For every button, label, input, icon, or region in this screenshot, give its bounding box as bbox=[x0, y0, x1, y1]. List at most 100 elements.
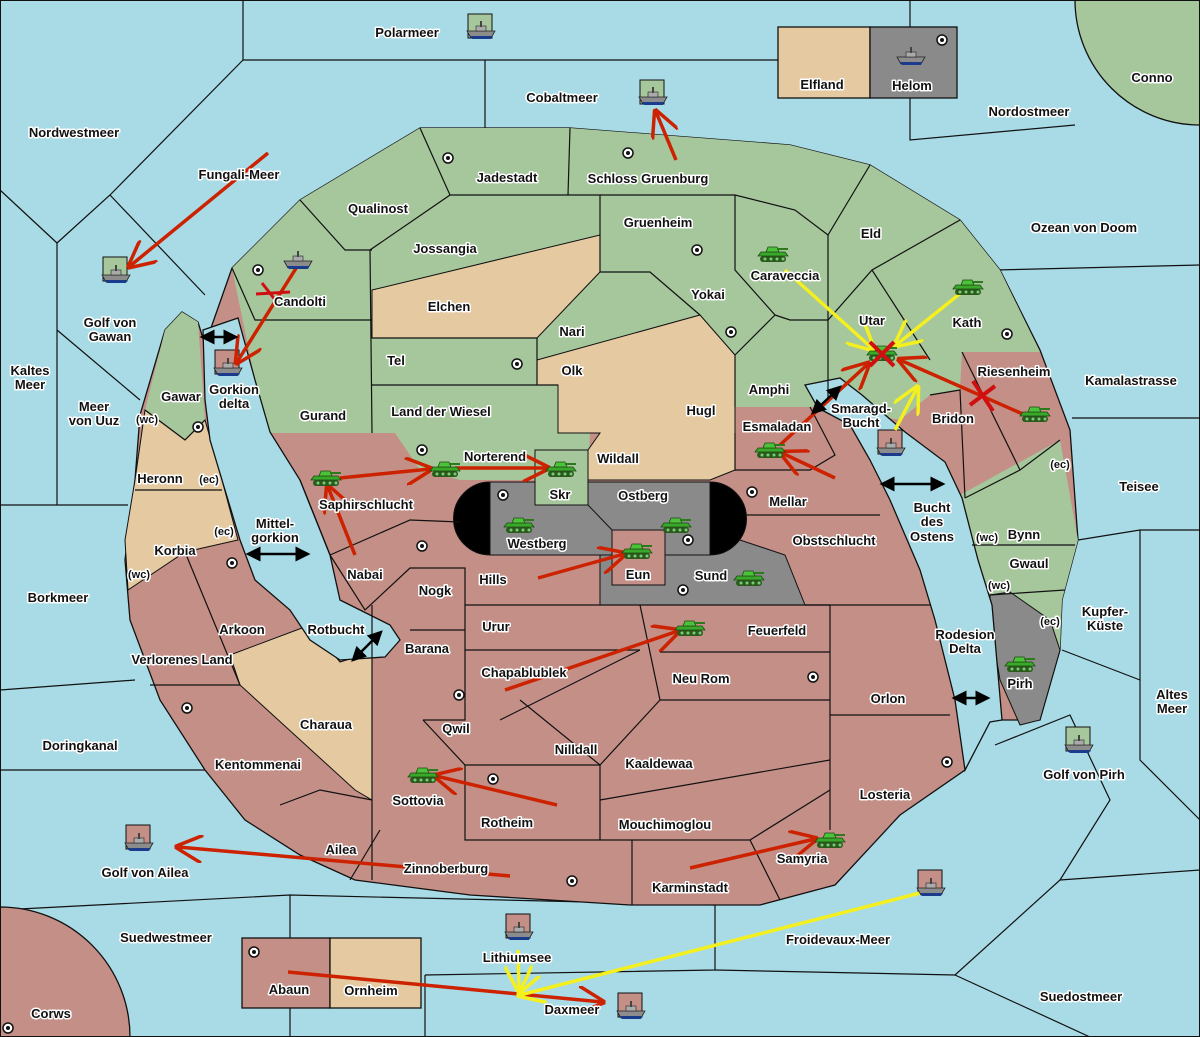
sea-label[interactable]: Nordwestmeer bbox=[27, 124, 120, 142]
sea-label[interactable]: Kaltes bbox=[9, 362, 51, 380]
territory-label[interactable]: Westberg bbox=[506, 535, 568, 553]
territory-label[interactable]: Gwaul bbox=[1008, 555, 1050, 573]
sea-label[interactable]: Rotbucht bbox=[306, 621, 367, 639]
sea-label[interactable]: Cobaltmeer bbox=[525, 89, 600, 107]
territory-label[interactable]: Orlon bbox=[869, 690, 907, 708]
territory-label[interactable]: Land der Wiesel bbox=[390, 403, 493, 421]
territory-label[interactable]: Samyria bbox=[775, 850, 829, 868]
territory-label[interactable]: Nari bbox=[558, 323, 586, 341]
sea-label[interactable]: Meer bbox=[1155, 700, 1188, 718]
territory-label[interactable]: Pirh bbox=[1006, 675, 1034, 693]
territory-label[interactable]: Kaaldewaa bbox=[624, 755, 695, 773]
territory-label[interactable]: Verlorenes Land bbox=[130, 651, 234, 669]
coast-label[interactable]: (ec) bbox=[1049, 458, 1072, 473]
territory-label[interactable]: Heronn bbox=[136, 470, 185, 488]
territory-label[interactable]: Schloss Gruenburg bbox=[586, 170, 710, 188]
territory-label[interactable]: Kentommenai bbox=[214, 756, 303, 774]
coast-label[interactable]: (wc) bbox=[127, 568, 152, 583]
sea-label[interactable]: Meer bbox=[13, 376, 46, 394]
coast-label[interactable]: (wc) bbox=[135, 413, 160, 428]
territory-label[interactable]: Wildall bbox=[596, 450, 641, 468]
territory-label[interactable]: Caraveccia bbox=[749, 267, 821, 285]
territory-label[interactable]: Rotheim bbox=[480, 814, 535, 832]
territory-label[interactable]: Nilldall bbox=[553, 741, 599, 759]
sea-label[interactable]: Golf von Pirh bbox=[1042, 766, 1127, 784]
territory-label[interactable]: Utar bbox=[857, 312, 886, 330]
territory-label[interactable]: Qwil bbox=[441, 720, 471, 738]
coast-label[interactable]: (ec) bbox=[1039, 615, 1062, 630]
territory-label[interactable]: Ostberg bbox=[617, 487, 670, 505]
territory-label[interactable]: Eun bbox=[624, 566, 652, 584]
sea-label[interactable]: Suedostmeer bbox=[1038, 988, 1123, 1006]
territory-label[interactable]: Tel bbox=[386, 352, 407, 370]
sea-label[interactable]: von Uuz bbox=[67, 412, 121, 430]
sea-label[interactable]: Polarmeer bbox=[374, 24, 441, 42]
sea-label[interactable]: Teisee bbox=[1118, 478, 1161, 496]
sea-label[interactable]: Ozean von Doom bbox=[1029, 219, 1138, 237]
territory-label[interactable]: Obstschlucht bbox=[791, 532, 878, 550]
sea-label[interactable]: Froidevaux-Meer bbox=[784, 931, 891, 949]
territory-label[interactable]: Mellar bbox=[768, 493, 809, 511]
territory-label[interactable]: Bridon bbox=[931, 410, 976, 428]
territory-label[interactable]: Jadestadt bbox=[475, 169, 539, 187]
territory-label[interactable]: Kath bbox=[951, 314, 983, 332]
territory-label[interactable]: Korbia bbox=[153, 542, 198, 560]
sea-label[interactable]: Golf von bbox=[82, 314, 138, 332]
sea-label[interactable]: delta bbox=[217, 395, 251, 413]
territory-label[interactable]: Ornheim bbox=[343, 982, 399, 1000]
territory-label[interactable]: Chapablublek bbox=[480, 664, 569, 682]
sea-label[interactable]: Mittel- bbox=[254, 515, 295, 533]
territory-label[interactable]: Zinnoberburg bbox=[402, 860, 490, 878]
sea-label[interactable]: Daxmeer bbox=[543, 1001, 601, 1019]
territory-label[interactable]: Sottovia bbox=[391, 792, 446, 810]
territory-label[interactable]: Urur bbox=[481, 618, 511, 636]
territory-label[interactable]: Conno bbox=[1130, 69, 1174, 87]
territory-label[interactable]: Elfland bbox=[799, 76, 845, 94]
territory-label[interactable]: Barana bbox=[403, 640, 451, 658]
sea-label[interactable]: Golf von Ailea bbox=[100, 864, 191, 882]
territory-label[interactable]: Helom bbox=[891, 77, 934, 95]
territory-label[interactable]: Nabai bbox=[346, 566, 384, 584]
territory-label[interactable]: Bynn bbox=[1006, 526, 1042, 544]
territory-label[interactable]: Amphi bbox=[747, 381, 790, 399]
territory-label[interactable]: Gawar bbox=[160, 388, 203, 406]
sea-label[interactable]: Bucht bbox=[912, 499, 953, 517]
sea-label[interactable]: Gorkion bbox=[208, 381, 261, 399]
sea-label[interactable]: Lithiumsee bbox=[481, 949, 553, 967]
territory-label[interactable]: Yokai bbox=[690, 286, 727, 304]
territory-label[interactable]: Abaun bbox=[267, 981, 311, 999]
territory-label[interactable]: Karminstadt bbox=[651, 879, 731, 897]
territory-label[interactable]: Ailea bbox=[324, 841, 359, 859]
coast-label[interactable]: (ec) bbox=[213, 525, 236, 540]
sea-label[interactable]: Altes bbox=[1155, 686, 1190, 704]
territory-label[interactable]: Sund bbox=[693, 567, 729, 585]
units[interactable] bbox=[101, 20, 1094, 1020]
sea-label[interactable]: Küste bbox=[1085, 617, 1124, 635]
sea-label[interactable]: Ostens bbox=[908, 528, 955, 546]
territory-label[interactable]: Norterend bbox=[462, 448, 527, 466]
territory-label[interactable]: Eld bbox=[859, 225, 882, 243]
territory-label[interactable]: Skr bbox=[548, 486, 572, 504]
territory-label[interactable]: Corws bbox=[30, 1005, 73, 1023]
territory-label[interactable]: Riesenheim bbox=[976, 363, 1052, 381]
territory-label[interactable]: Jossangia bbox=[412, 240, 479, 258]
sea-label[interactable]: Bucht bbox=[841, 414, 882, 432]
sea-label[interactable]: gorkion bbox=[250, 529, 301, 547]
sea-label[interactable]: Nordostmeer bbox=[987, 103, 1071, 121]
coast-label[interactable]: (wc) bbox=[975, 531, 1000, 546]
territory-label[interactable]: Arkoon bbox=[218, 621, 267, 639]
territory-label[interactable]: Nogk bbox=[417, 582, 453, 600]
sea-label[interactable]: Delta bbox=[948, 640, 984, 658]
coast-label[interactable]: (ec) bbox=[198, 473, 221, 488]
territory-label[interactable]: Elchen bbox=[426, 298, 472, 316]
territory-label[interactable]: Candolti bbox=[273, 293, 328, 311]
coast-label[interactable]: (wc) bbox=[987, 579, 1012, 594]
sea-label[interactable]: Kupfer- bbox=[1080, 603, 1129, 621]
sea-label[interactable]: des bbox=[919, 513, 944, 531]
sea-label[interactable]: Suedwestmeer bbox=[119, 929, 214, 947]
territory-label[interactable]: Gurand bbox=[298, 407, 347, 425]
sea-label[interactable]: Kamalastrasse bbox=[1084, 372, 1179, 390]
sea-label[interactable]: Meer bbox=[77, 398, 110, 416]
territory-label[interactable]: Neu Rom bbox=[671, 670, 731, 688]
